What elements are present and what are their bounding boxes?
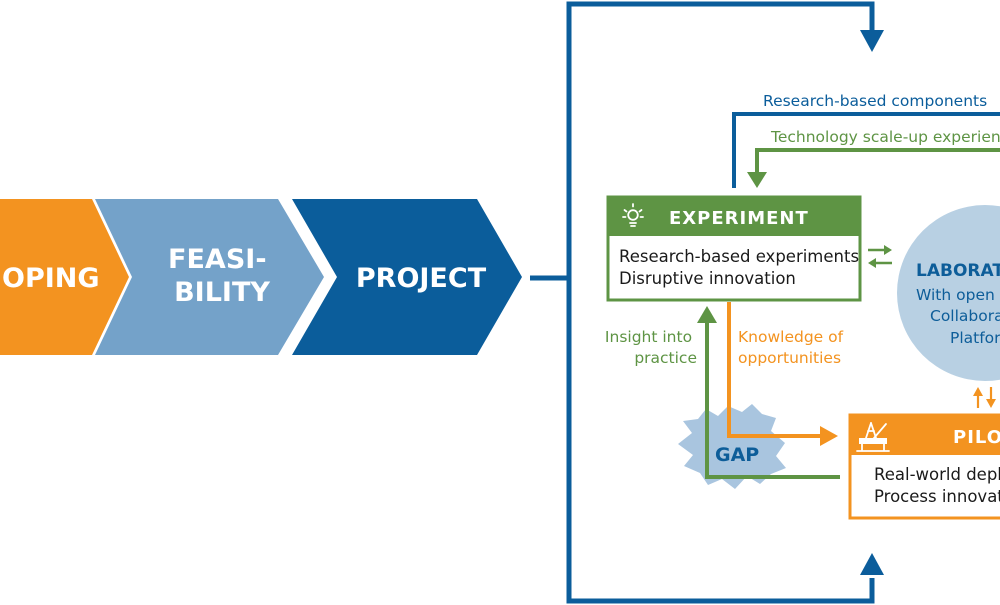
stage-chevrons: OPING FEASI- BILITY PROJECT <box>0 199 522 355</box>
insight-label: Insight into practice <box>605 328 697 367</box>
stage-label-scoping: OPING <box>2 263 100 294</box>
knowledge-arrow-icon <box>820 426 838 446</box>
stage-label-feasibility: FEASI- BILITY <box>168 244 276 308</box>
oil-rig-icon <box>856 422 890 452</box>
pilot-box: PILO Real-world deplo Process innovat <box>848 413 1000 520</box>
experiment-box: EXPERIMENT Research-based experiments Di… <box>606 195 862 302</box>
research-components-label: Research-based components <box>763 92 987 110</box>
laboratory-title: LABORAT <box>916 261 1000 281</box>
laboratory-pilot-arrows <box>973 387 996 408</box>
laboratory-line-2: Collabora <box>930 307 1000 325</box>
knowledge-line <box>727 302 822 438</box>
lightbulb-icon <box>622 203 644 227</box>
pilot-line-2: Process innovat <box>874 487 1000 506</box>
stage-label-scoping-line-1: OPING <box>2 263 100 294</box>
laboratory-circle: LABORAT With open Collabora Platfor <box>897 205 1000 381</box>
knowledge-label-line-2: opportunities <box>738 349 841 367</box>
experiment-laboratory-arrows <box>868 245 892 268</box>
research-components-line <box>732 112 1000 188</box>
experiment-title: EXPERIMENT <box>669 208 809 229</box>
insight-arrow-icon <box>697 306 717 323</box>
tech-scaleup-line <box>755 148 1000 174</box>
knowledge-label-line-1: Knowledge of <box>738 328 844 346</box>
tech-scaleup-label: Technology scale-up experien <box>770 128 1000 146</box>
stage-chevron-scoping <box>0 199 129 355</box>
stage-chevron-feasibility <box>95 199 324 355</box>
stage-label-feasibility-line-2: BILITY <box>174 277 270 308</box>
bracket-arrow-down-icon <box>860 30 884 52</box>
pilot-title: PILO <box>953 427 1000 448</box>
insight-label-line-1: Insight into <box>605 328 692 346</box>
bracket-frame-line <box>566 1 875 604</box>
laboratory-line-1: With open <box>916 286 995 304</box>
stage-label-project-line-1: PROJECT <box>356 263 487 294</box>
insight-label-line-2: practice <box>634 349 697 367</box>
stage-chevron-project <box>292 199 522 355</box>
project-bracket <box>530 1 875 604</box>
laboratory-line-3: Platfor <box>950 329 1000 347</box>
knowledge-label: Knowledge of opportunities <box>738 328 848 367</box>
stage-label-project: PROJECT <box>356 263 487 294</box>
experiment-line-2: Disruptive innovation <box>619 269 796 288</box>
pilot-line-1: Real-world deplo <box>874 465 1000 484</box>
insight-line <box>705 321 840 479</box>
laboratory-circle-shape <box>897 205 1000 381</box>
stage-label-feasibility-line-1: FEASI- <box>168 244 266 275</box>
gap-label: GAP <box>715 444 759 466</box>
experiment-box-header <box>608 197 860 236</box>
experiment-line-1: Research-based experiments <box>619 247 859 266</box>
bracket-arrow-up-icon <box>860 553 884 575</box>
tech-scaleup-arrow-icon <box>747 172 767 188</box>
